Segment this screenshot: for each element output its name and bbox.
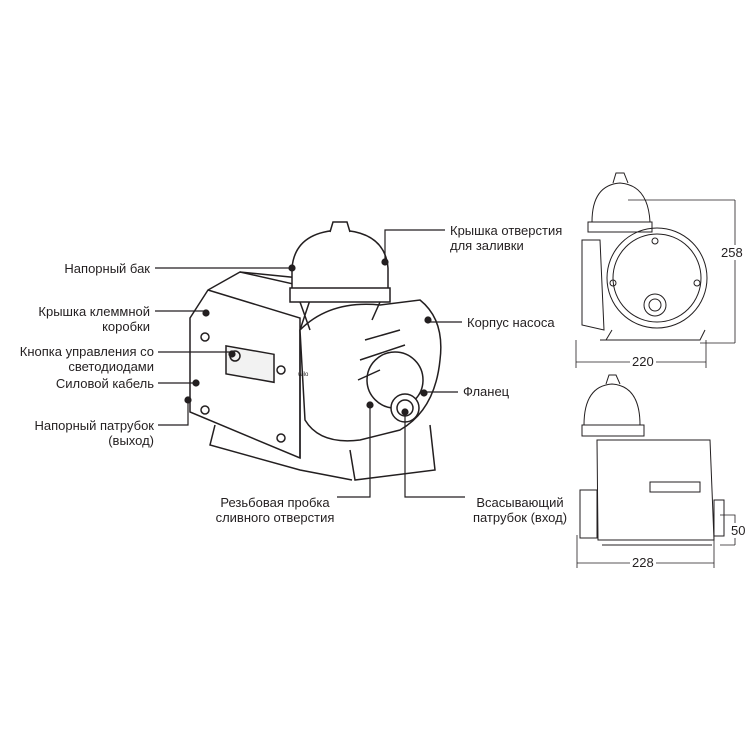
dimension-side-length: 228 <box>630 555 656 570</box>
label-pressure-tank: Напорный бак <box>64 261 150 276</box>
label-text: патрубок (вход) <box>472 510 568 525</box>
label-text: Резьбовая пробка <box>220 495 330 510</box>
label-flange: Фланец <box>463 384 509 399</box>
brand-logo: wilo <box>297 372 309 378</box>
label-text: сливного отверстия <box>215 510 335 525</box>
dimension-front-width: 220 <box>630 354 656 369</box>
dimension-height: 258 <box>719 245 745 260</box>
label-text: Кнопка управления со <box>19 344 154 359</box>
label-outlet: Напорный патрубок(выход) <box>34 418 154 448</box>
label-text: Крышка клеммной <box>38 304 150 319</box>
label-text: Крышка отверстия <box>450 223 563 238</box>
label-text: светодиодами <box>68 359 154 374</box>
label-pump-housing: Корпус насоса <box>467 315 555 330</box>
label-text: Напорный бак <box>64 261 150 276</box>
label-text: Фланец <box>463 384 510 399</box>
pump-housing <box>209 299 442 481</box>
leader-lines <box>155 229 465 498</box>
label-power-cable: Силовой кабель <box>56 376 154 391</box>
side-view <box>576 374 736 568</box>
pressure-tank <box>289 221 391 331</box>
label-text: Напорный патрубок <box>34 418 154 433</box>
label-text: Всасывающий <box>476 495 564 510</box>
label-text: коробки <box>102 319 150 334</box>
label-text: Корпус насоса <box>467 315 555 330</box>
label-text: Силовой кабель <box>55 376 154 391</box>
dimension-inlet-height: 50 <box>729 523 748 538</box>
label-text: (выход) <box>108 433 154 448</box>
front-view <box>575 172 736 368</box>
label-text: для заливки <box>450 238 524 253</box>
